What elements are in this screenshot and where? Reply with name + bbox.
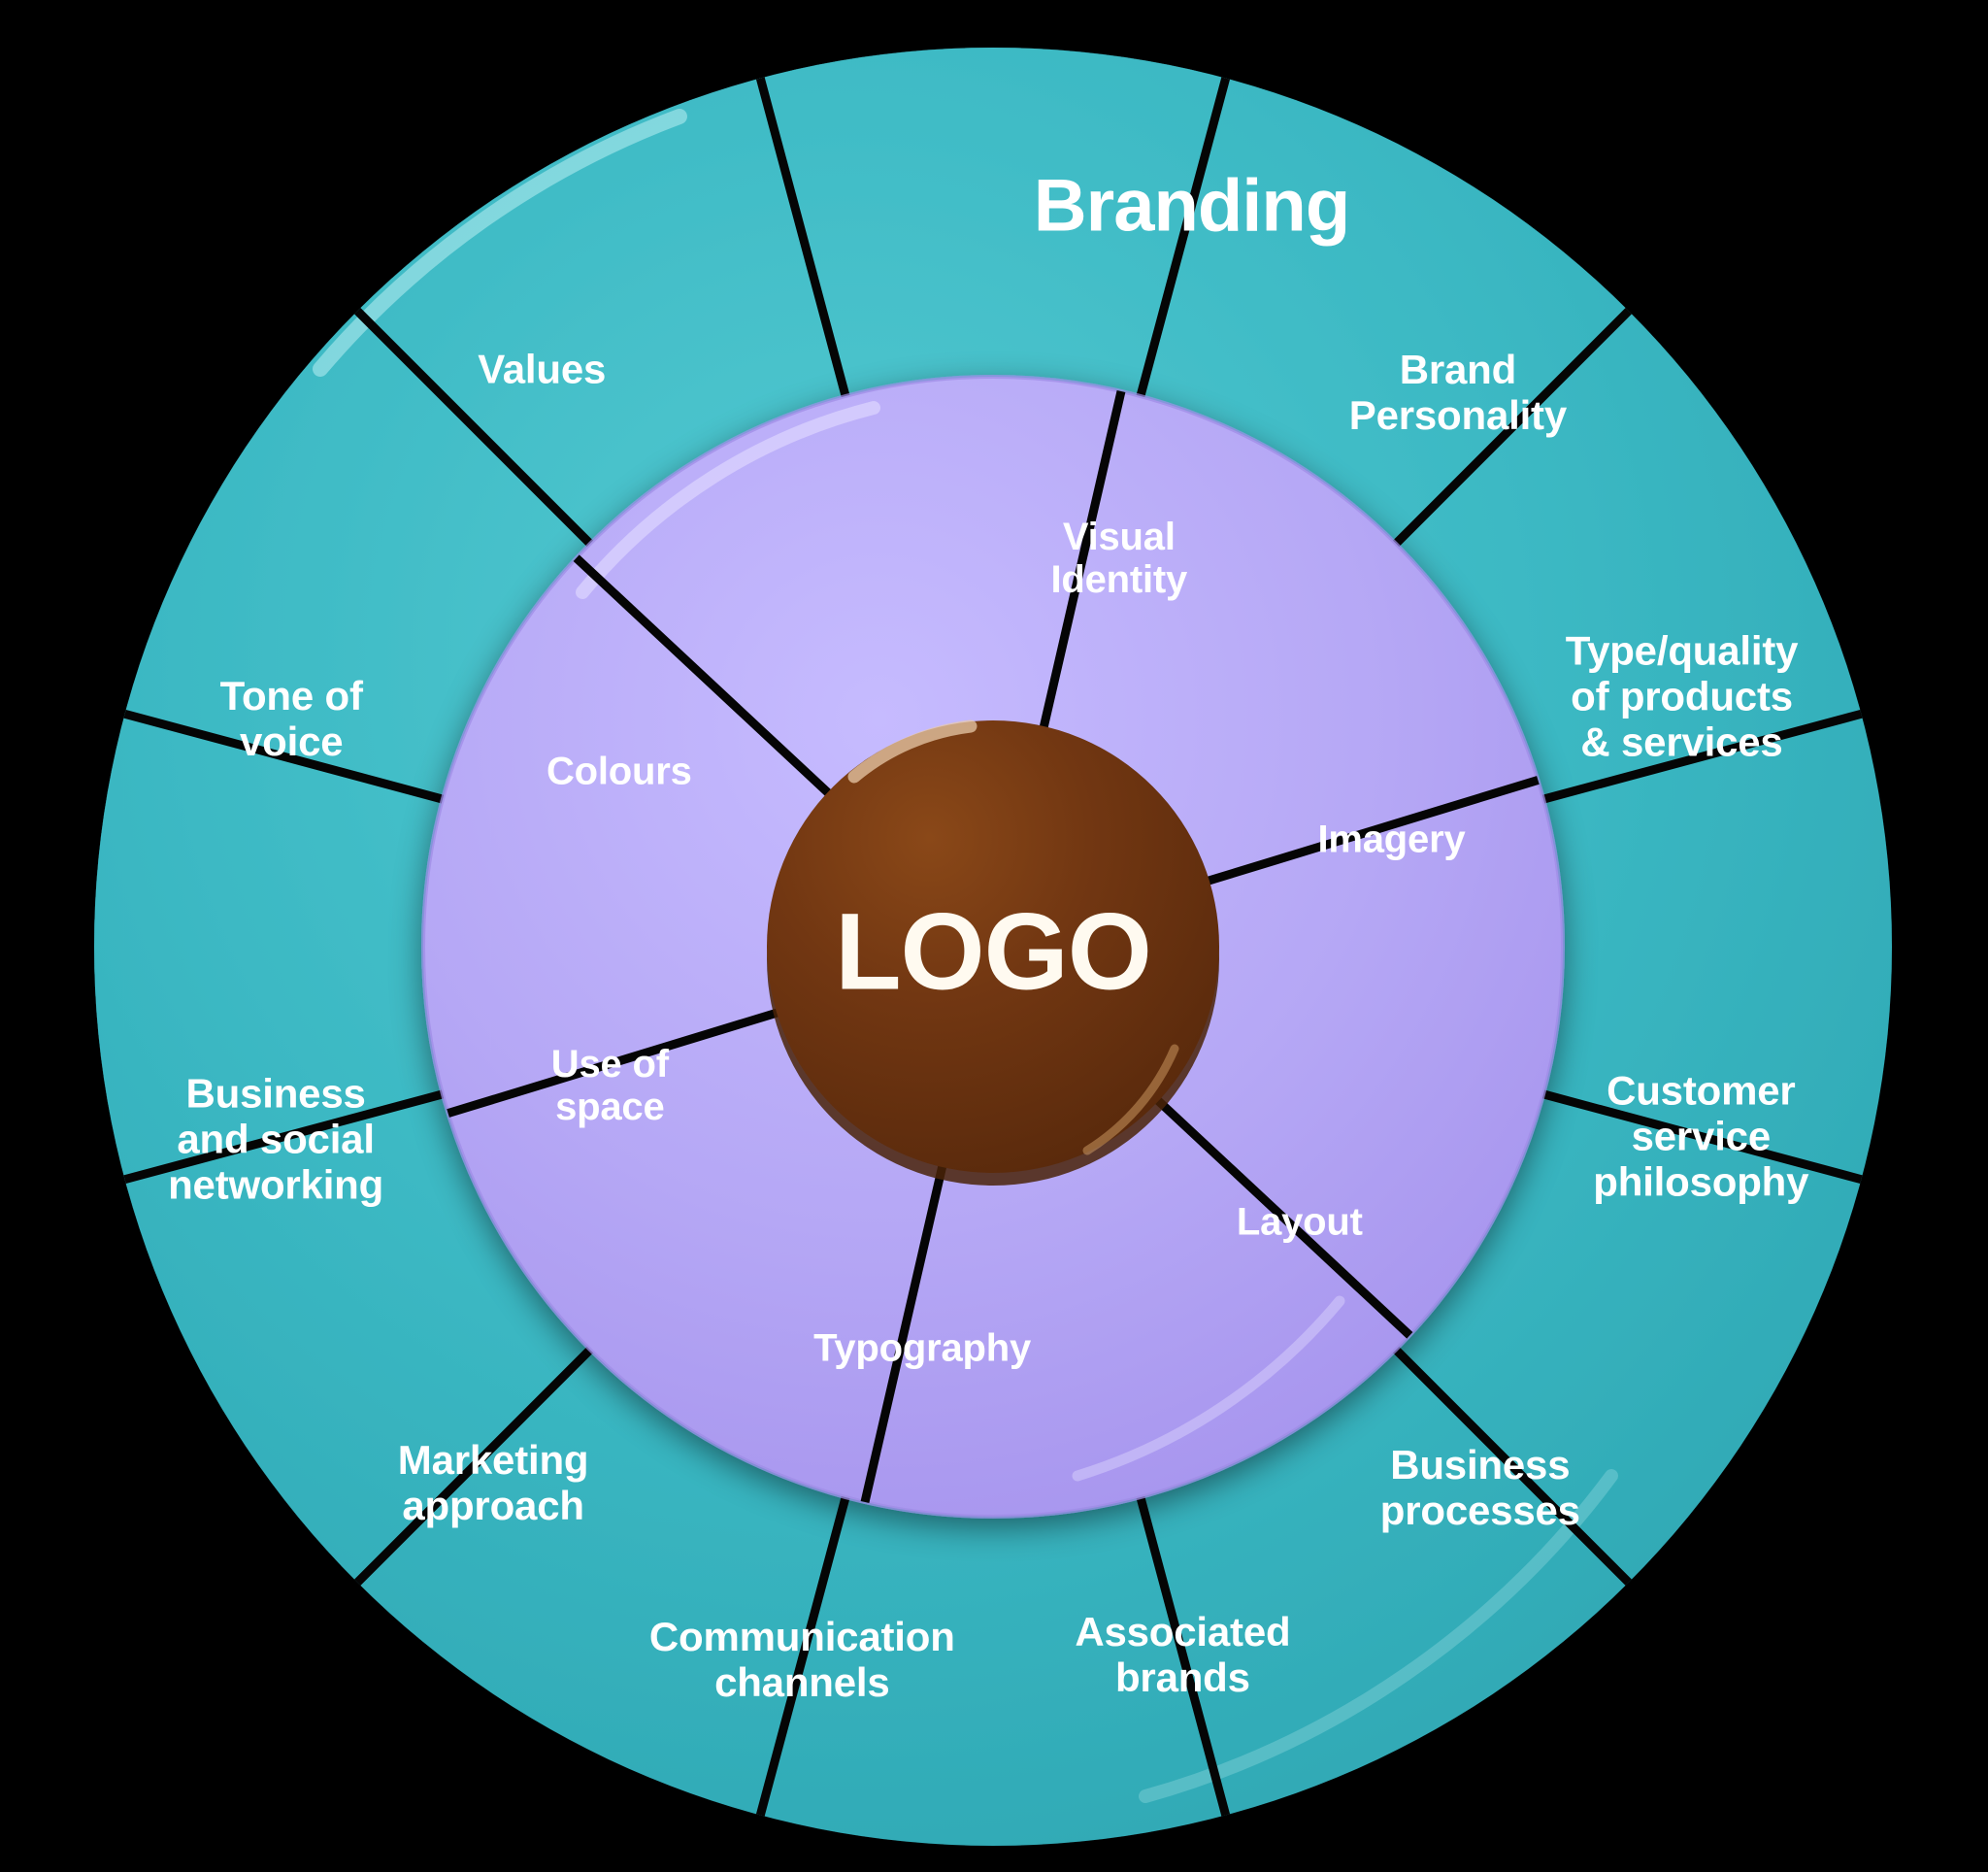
inner-segment-divider	[860, 1160, 948, 1504]
outer-segment-divider	[1541, 709, 1863, 804]
outer-ring-dividers	[123, 77, 1863, 1817]
outer-segment-divider	[1541, 1089, 1863, 1185]
outer-segment-divider	[1392, 308, 1632, 548]
inner-segment-divider	[1150, 1093, 1413, 1339]
outer-segment-divider	[1136, 77, 1231, 398]
outer-segment-divider	[755, 1495, 850, 1817]
outer-ring-gloss	[313, 109, 1618, 1803]
inner-ring-gloss	[576, 401, 1345, 1482]
inner-segment-divider	[1038, 389, 1126, 733]
outer-segment-divider	[123, 1089, 445, 1185]
inner-segment-divider	[1202, 776, 1540, 886]
inner-segment-divider	[447, 1007, 784, 1118]
inner-segment-divider	[573, 554, 836, 800]
outer-segment-divider	[123, 709, 445, 804]
outer-segment-divider	[354, 308, 594, 548]
logo-core-circle[interactable]	[767, 719, 1219, 1186]
inner-ring-dividers	[447, 389, 1540, 1504]
outer-segment-divider	[1136, 1495, 1231, 1817]
outer-segment-divider	[755, 77, 850, 398]
outer-segment-divider	[354, 1346, 594, 1586]
outer-segment-divider	[1392, 1346, 1632, 1586]
